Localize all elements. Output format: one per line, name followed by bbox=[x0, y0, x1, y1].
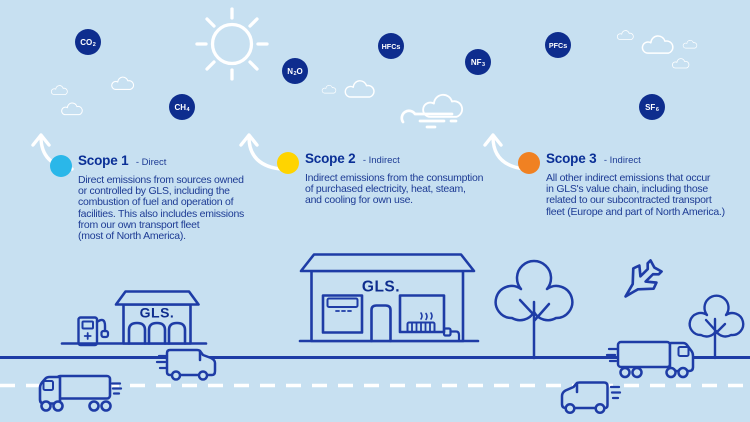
scope-1-heading: Scope 1 - Direct bbox=[78, 152, 275, 170]
scope-2-heading: Scope 2 - Indirect bbox=[305, 150, 512, 168]
warehouse-icon: GLS. bbox=[299, 253, 476, 343]
cloud-icon bbox=[671, 58, 690, 69]
ground-layer: GLS. GLS. bbox=[0, 253, 750, 415]
warehouse-left-window bbox=[321, 294, 364, 334]
cloud-icon bbox=[682, 40, 698, 49]
scope-1-qualifier: - Direct bbox=[135, 157, 167, 168]
cloud-icon bbox=[616, 30, 634, 41]
cloud-icon bbox=[344, 80, 375, 98]
cloud-icon bbox=[50, 85, 68, 96]
warehouse-door bbox=[370, 304, 392, 343]
airplane-icon bbox=[624, 259, 663, 298]
scope2-dot bbox=[277, 152, 299, 174]
scope-3-title: Scope 3 bbox=[546, 151, 597, 166]
tree-icon bbox=[494, 259, 574, 360]
scope-1-description: Direct emissions from sources owned or c… bbox=[78, 174, 245, 243]
sky-layer bbox=[31, 7, 698, 171]
scope-1-title: Scope 1 bbox=[78, 153, 129, 168]
cloud-icon bbox=[321, 85, 337, 94]
scope1-dot bbox=[50, 155, 72, 177]
truck-left-icon bbox=[38, 374, 123, 412]
cloud-icon bbox=[641, 35, 674, 54]
delivery-van-icon bbox=[155, 348, 217, 381]
air-conditioner-icon bbox=[326, 297, 359, 312]
scope-2-title: Scope 2 bbox=[305, 151, 356, 166]
gas-chip-pfcs: PFCs bbox=[545, 32, 571, 58]
scope3-dot bbox=[518, 152, 540, 174]
sun-icon bbox=[195, 7, 269, 81]
scope-2-qualifier: - Indirect bbox=[362, 155, 400, 166]
gas-chip-hfcs: HFCs bbox=[378, 33, 404, 59]
wind-cloud-icon bbox=[400, 93, 464, 129]
scope-3-qualifier: - Indirect bbox=[603, 155, 641, 166]
water-tap-icon bbox=[442, 327, 461, 343]
scope-2-section: Scope 2 - Indirect Indirect emissions fr… bbox=[305, 150, 512, 207]
fuel-pump-icon bbox=[77, 316, 110, 347]
gas-station-sign: GLS. bbox=[140, 305, 175, 321]
scope-3-section: Scope 3 - Indirect All other indirect em… bbox=[546, 150, 750, 218]
cloud-icon bbox=[61, 102, 83, 116]
small-tree-icon bbox=[688, 294, 745, 360]
delivery-van-bottom-icon bbox=[560, 381, 622, 415]
gas-station-icon: GLS. bbox=[114, 290, 200, 345]
scope-3-description: All other indirect emissions that occur … bbox=[546, 172, 725, 218]
truck-right-icon bbox=[605, 340, 695, 379]
scope-1-section: Scope 1 - Direct Direct emissions from s… bbox=[78, 152, 275, 242]
scope-3-heading: Scope 3 - Indirect bbox=[546, 150, 750, 168]
radiator-icon bbox=[406, 312, 436, 333]
cloud-icon bbox=[111, 76, 135, 90]
scope-2-description: Indirect emissions from the consumption … bbox=[305, 172, 484, 207]
warehouse-sign: GLS. bbox=[362, 279, 400, 296]
